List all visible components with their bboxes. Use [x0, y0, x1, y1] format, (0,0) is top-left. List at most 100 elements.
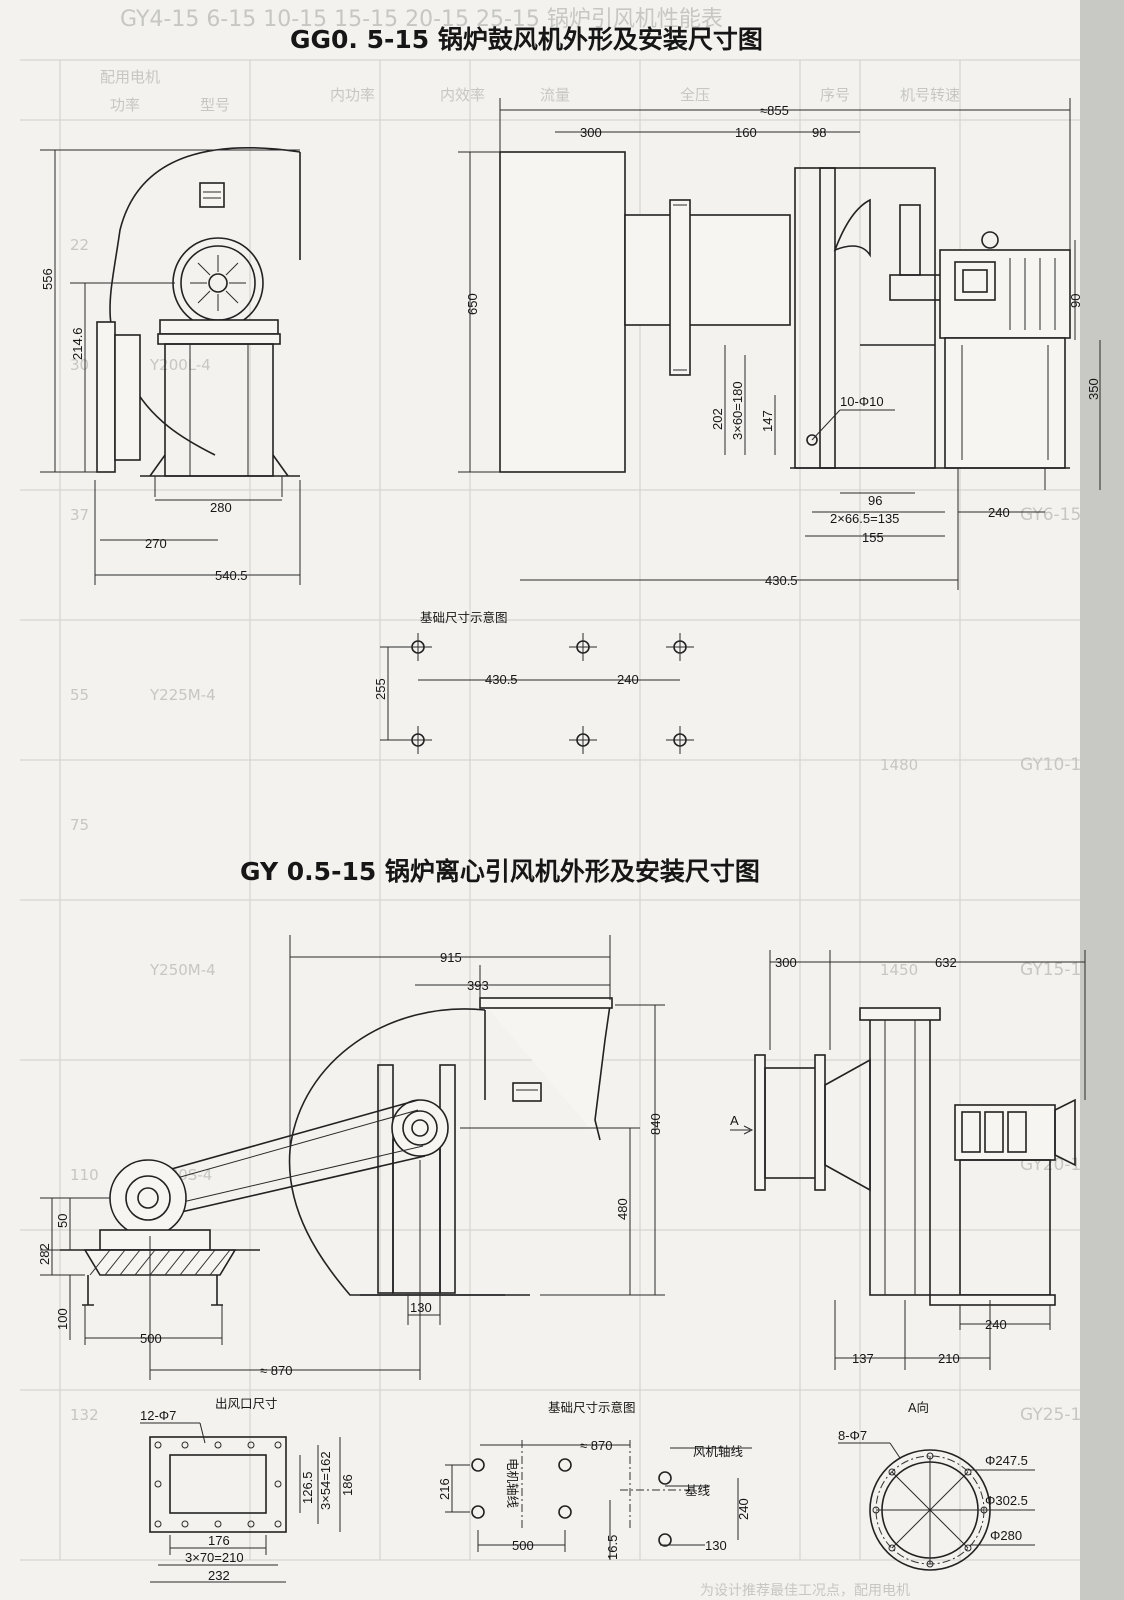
outlet-holes: 12-Φ7 — [140, 1408, 176, 1423]
side-inlet-duct — [764, 1067, 821, 1179]
dim-50: 50 — [55, 1214, 70, 1228]
dim-300-side: 300 — [775, 955, 797, 970]
dim-98: 98 — [812, 125, 826, 140]
dim-147: 147 — [760, 410, 775, 432]
page-edge-shadow — [1080, 0, 1124, 1600]
terminal-box — [954, 261, 996, 301]
motor-rail — [99, 1229, 211, 1251]
belt-lower — [154, 1155, 426, 1219]
holes-10-phi10: 10-Φ10 — [840, 394, 884, 409]
blower-side-dimensions: ≈855 300 160 98 650 202 3×60=180 147 10-… — [458, 98, 1101, 590]
dim-96: 96 — [868, 493, 882, 508]
table-power: 22 — [70, 236, 89, 254]
dim-202: 202 — [710, 408, 725, 430]
table-col-header: 功率 — [110, 96, 140, 114]
table-model-label: GY10-15 — [1020, 755, 1092, 775]
side-base-plate — [929, 1294, 1056, 1306]
table-motor: Y250M-4 — [149, 961, 216, 979]
fdn-dim-500: 500 — [512, 1538, 534, 1553]
motor-sheave-hub — [137, 1187, 159, 1209]
a-view-d302: Φ302.5 — [985, 1493, 1028, 1508]
background-table: GY4-15 6-15 10-15 15-15 20-15 25-15 锅炉引风… — [20, 7, 1092, 1599]
table-col-header: 型号 — [200, 96, 230, 114]
outlet-caption: 出风口尺寸 — [215, 1396, 278, 1411]
base-line-label: 基线 — [685, 1483, 711, 1498]
dim-90: 90 — [1068, 294, 1083, 308]
table-power: 132 — [70, 1406, 99, 1424]
fan-front-view — [60, 997, 613, 1345]
blower-front-dimensions: 556 214.6 280 270 540.5 — [40, 149, 300, 583]
fan-pulley-hub — [411, 1119, 429, 1137]
dim-155: 155 — [862, 530, 884, 545]
fdn-dim-16-5: 16.5 — [605, 1535, 620, 1560]
bearing-support — [899, 204, 921, 276]
a-view-holes: 8-Φ7 — [838, 1428, 867, 1443]
fdn-dim-255: 255 — [373, 678, 388, 700]
fan-side-dimensions: 300 632 240 137 210 — [769, 950, 1086, 1370]
dim-840: 840 — [648, 1113, 663, 1135]
fan-foundation-diagram: 基础尺寸示意图 ≈ 870 216 电机轴线 风机轴线 基线 240 500 1… — [437, 1400, 752, 1560]
dim-430-5: 430.5 — [765, 573, 798, 588]
outlet-dim-3x70: 3×70=210 — [185, 1550, 244, 1565]
outlet-dim-176: 176 — [208, 1533, 230, 1548]
a-view-bolt-holes — [872, 1452, 988, 1568]
base-gusset — [149, 454, 289, 477]
fan-pulley-inner — [402, 1110, 438, 1146]
blower-foundation-diagram: 基础尺寸示意图 255 430.5 240 — [373, 610, 694, 754]
table-col-header: 机号转速 — [900, 86, 960, 104]
belt-upper — [149, 1099, 419, 1176]
inlet-flange — [669, 199, 691, 376]
dim-350: 350 — [1086, 378, 1101, 400]
mount-hole — [806, 434, 818, 446]
outlet-dim-186: 186 — [340, 1474, 355, 1496]
side-pedestal — [959, 1159, 1051, 1296]
fan-axis-label: 风机轴线 — [693, 1444, 744, 1459]
table-col-header: 全压 — [680, 86, 710, 104]
outlet-dim-3x54: 3×54=162 — [318, 1451, 333, 1510]
fan-pulley — [391, 1099, 449, 1157]
dim-500: 500 — [140, 1331, 162, 1346]
dim-282: 282 — [37, 1243, 52, 1265]
table-speed: 1480 — [880, 756, 918, 774]
outlet-dim-126-5: 126.5 — [300, 1471, 315, 1504]
table-power: 110 — [70, 1166, 99, 1184]
side-pulley — [1054, 1098, 1076, 1167]
table-grid — [20, 59, 1080, 1561]
outlet-detail: 出风口尺寸 12-Φ7 176 3×70=210 232 126.5 3×54=… — [140, 1396, 355, 1583]
foundation-caption: 基础尺寸示意图 — [420, 610, 508, 625]
dim-650: 650 — [465, 293, 480, 315]
fdn-dim-240-b: 240 — [736, 1498, 751, 1520]
blower-inlet-flange — [96, 321, 116, 473]
motor-hub — [208, 273, 228, 293]
fan-stand-web — [392, 1139, 441, 1294]
dim-300: 300 — [580, 125, 602, 140]
side-housing-top-flange — [859, 1007, 941, 1021]
fan-housing-left — [794, 167, 836, 469]
side-inlet-flange — [754, 1054, 766, 1191]
table-power: 37 — [70, 506, 89, 524]
blower-inlet-duct — [114, 334, 141, 461]
table-bottom-note: 为设计推荐最佳工况点，配用电机 — [700, 1583, 910, 1599]
dim-480: 480 — [615, 1198, 630, 1220]
outlet-bolt-holes — [154, 1441, 282, 1528]
dim-870: ≈ 870 — [260, 1363, 292, 1378]
outlet-opening — [169, 1454, 267, 1514]
lifting-eye — [981, 231, 999, 249]
fan-side-view: A — [730, 1007, 1076, 1306]
dim-240-side: 240 — [988, 505, 1010, 520]
fdn-dim-130: 130 — [705, 1538, 727, 1553]
motor-fins — [190, 255, 246, 311]
side-inlet-cone — [824, 1058, 871, 1192]
dim-137: 137 — [852, 1351, 874, 1366]
fdn-dim-240: 240 — [617, 672, 639, 687]
side-motor — [939, 249, 1071, 339]
table-power: 30 — [70, 356, 89, 374]
table-speed: 1450 — [880, 961, 918, 979]
dim-556: 556 — [40, 268, 55, 290]
view-a-arrow-label: A — [730, 1113, 739, 1128]
motor-sheave — [109, 1159, 187, 1237]
dim-160: 160 — [735, 125, 757, 140]
nameplate — [199, 182, 225, 208]
dim-240-side-b: 240 — [985, 1317, 1007, 1332]
